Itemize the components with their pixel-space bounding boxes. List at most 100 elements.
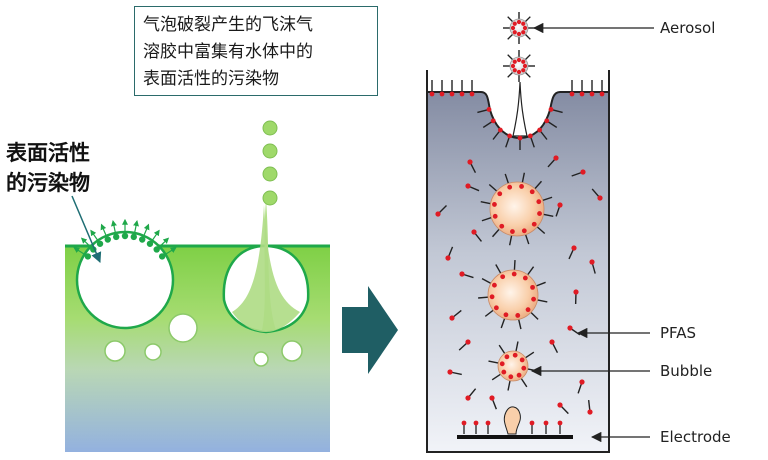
bubble-label: Bubble (660, 362, 713, 380)
pfas-head (580, 169, 586, 175)
dispersed-pfas (435, 155, 603, 415)
pfas-head (571, 245, 577, 251)
pfas-molecule-icon (449, 309, 462, 321)
pfas-head (504, 354, 510, 360)
left-water-panel (65, 120, 330, 452)
pfas-molecule-icon (571, 169, 586, 177)
right-arrow-icon (342, 286, 398, 374)
dip-pfas (505, 133, 513, 148)
pfas-head (471, 229, 477, 235)
bubble-icon (480, 172, 554, 246)
pfas-head (587, 409, 593, 415)
surface-pfas (579, 80, 585, 97)
surfactant-arrow (156, 237, 170, 250)
aerosol-droplet (503, 12, 535, 44)
pfas-head (459, 271, 465, 277)
pfas-head (516, 57, 522, 63)
aerosol-label: Aerosol (660, 19, 716, 37)
pfas-head (569, 91, 575, 97)
pfas-head (589, 259, 595, 265)
pfas-head (522, 63, 528, 69)
right-tank-panel (426, 12, 610, 453)
dip-pfas (517, 135, 523, 150)
pfas-head (510, 25, 516, 31)
pfas-head (489, 294, 495, 300)
pfas-head (525, 307, 531, 313)
pfas-head (549, 339, 555, 345)
pfas-head (527, 133, 533, 139)
pfas-head (492, 213, 498, 219)
pfas-head (469, 91, 475, 97)
bubble-body (489, 181, 545, 237)
surface-pfas (439, 80, 445, 97)
bubble-icon (478, 260, 548, 330)
pfas-head (439, 91, 445, 97)
tank-bubbles (478, 172, 554, 391)
pfas-head (517, 135, 523, 141)
surfactant-label-line-2: 的污染物 (6, 171, 90, 195)
pfas-head (489, 395, 495, 401)
jet-droplet (262, 166, 278, 182)
surfactant-dot (84, 253, 92, 260)
pfas-head (512, 352, 518, 358)
surface-pfas (429, 80, 435, 97)
large-surface-bubble (75, 230, 175, 330)
small-bubble (144, 343, 162, 361)
pfas-molecule-icon (467, 159, 477, 174)
dip-pfas (537, 127, 548, 140)
pfas-molecule-icon (591, 188, 603, 201)
pfas-molecule-icon (568, 245, 577, 260)
pfas-head (529, 189, 535, 195)
dip-pfas (548, 107, 563, 114)
pfas-head (510, 63, 516, 69)
pfas-head (501, 369, 507, 375)
pfas-head (435, 211, 441, 217)
pfas-head (465, 395, 471, 401)
pfas-head (530, 284, 535, 290)
pfas-head (544, 118, 550, 124)
small-bubble (168, 313, 198, 343)
surface-pfas (589, 80, 595, 97)
callout-box: 气泡破裂产生的飞沫气 溶胶中富集有水体中的 表面活性的污染物 (134, 6, 378, 96)
dip-pfas (477, 107, 492, 114)
pfas-molecule-icon (458, 339, 471, 351)
pfas-head (512, 30, 517, 35)
pfas-head (519, 184, 524, 189)
pfas-head (459, 91, 465, 97)
pfas-head (557, 420, 563, 426)
pfas-head (599, 91, 605, 97)
pfas-head (503, 312, 509, 318)
pfas-head (521, 365, 527, 371)
surfactant-arrow (149, 229, 160, 245)
pfas-head (579, 91, 585, 97)
pfas-head (507, 133, 513, 139)
pfas-head (521, 21, 526, 26)
bubble-body (487, 269, 539, 321)
pfas-head (537, 127, 543, 133)
surfactant-arrow (133, 220, 139, 238)
pfas-head (497, 127, 503, 133)
electrode-icon (457, 406, 573, 439)
pfas-head (548, 107, 554, 112)
pfas-molecule-icon (459, 271, 474, 279)
pfas-head (557, 202, 563, 208)
pfas-head (519, 357, 525, 363)
surface-pfas (599, 80, 605, 97)
dip-pfas (527, 133, 535, 148)
pfas-head (567, 325, 573, 331)
pfas-molecule-icon (547, 155, 559, 168)
pfas-head (467, 159, 473, 165)
pfas-head (512, 21, 517, 26)
pfas-molecule-icon (557, 402, 569, 415)
pfas-molecule-icon (555, 202, 563, 217)
pfas-molecule-icon (573, 289, 579, 305)
jet-droplet (262, 120, 278, 136)
surfactant-arrow (111, 220, 117, 238)
pfas-head (510, 229, 515, 234)
pfas-label: PFAS (660, 324, 697, 342)
tank-jet (512, 81, 528, 137)
pfas-head (589, 91, 595, 97)
pfas-head (493, 305, 499, 311)
pfas-head (512, 68, 517, 73)
